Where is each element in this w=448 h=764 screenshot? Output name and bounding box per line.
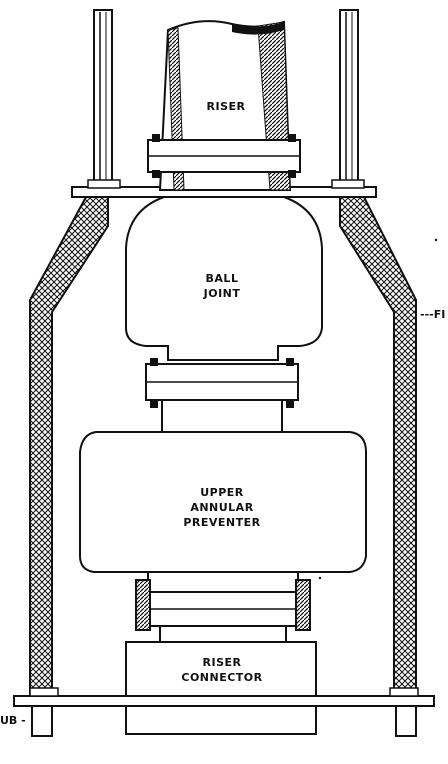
preventer-label-line2: ANNULAR	[190, 501, 253, 514]
speck	[434, 238, 438, 242]
flex-hose-callout: ---FI	[420, 308, 445, 321]
lower-flange	[135, 579, 311, 631]
upper-annular-preventer	[79, 431, 367, 573]
middle-flange	[145, 358, 299, 408]
preventer-label-line1: UPPER	[200, 486, 244, 499]
speck	[318, 576, 322, 580]
riser-flange	[147, 134, 301, 178]
bottom-plate	[13, 687, 435, 737]
ball-joint	[125, 196, 323, 361]
lower-spool-2	[159, 625, 287, 643]
preventer-label-line3: PREVENTER	[183, 516, 260, 529]
lower-spool	[147, 571, 299, 593]
left-flex-hose	[29, 196, 109, 701]
ball-joint-label-line1: BALL	[206, 272, 239, 285]
connector-label-line1: RISER	[203, 656, 242, 669]
spool-pipe	[161, 399, 283, 433]
left-guide-post	[93, 9, 113, 191]
right-guide-post	[339, 9, 359, 191]
riser-label: RISER	[207, 100, 246, 113]
connector-label-line2: CONNECTOR	[181, 671, 262, 684]
stub-callout: UB -	[0, 714, 26, 727]
ball-joint-label-line2: JOINT	[203, 287, 241, 300]
riser-connector	[125, 641, 317, 735]
